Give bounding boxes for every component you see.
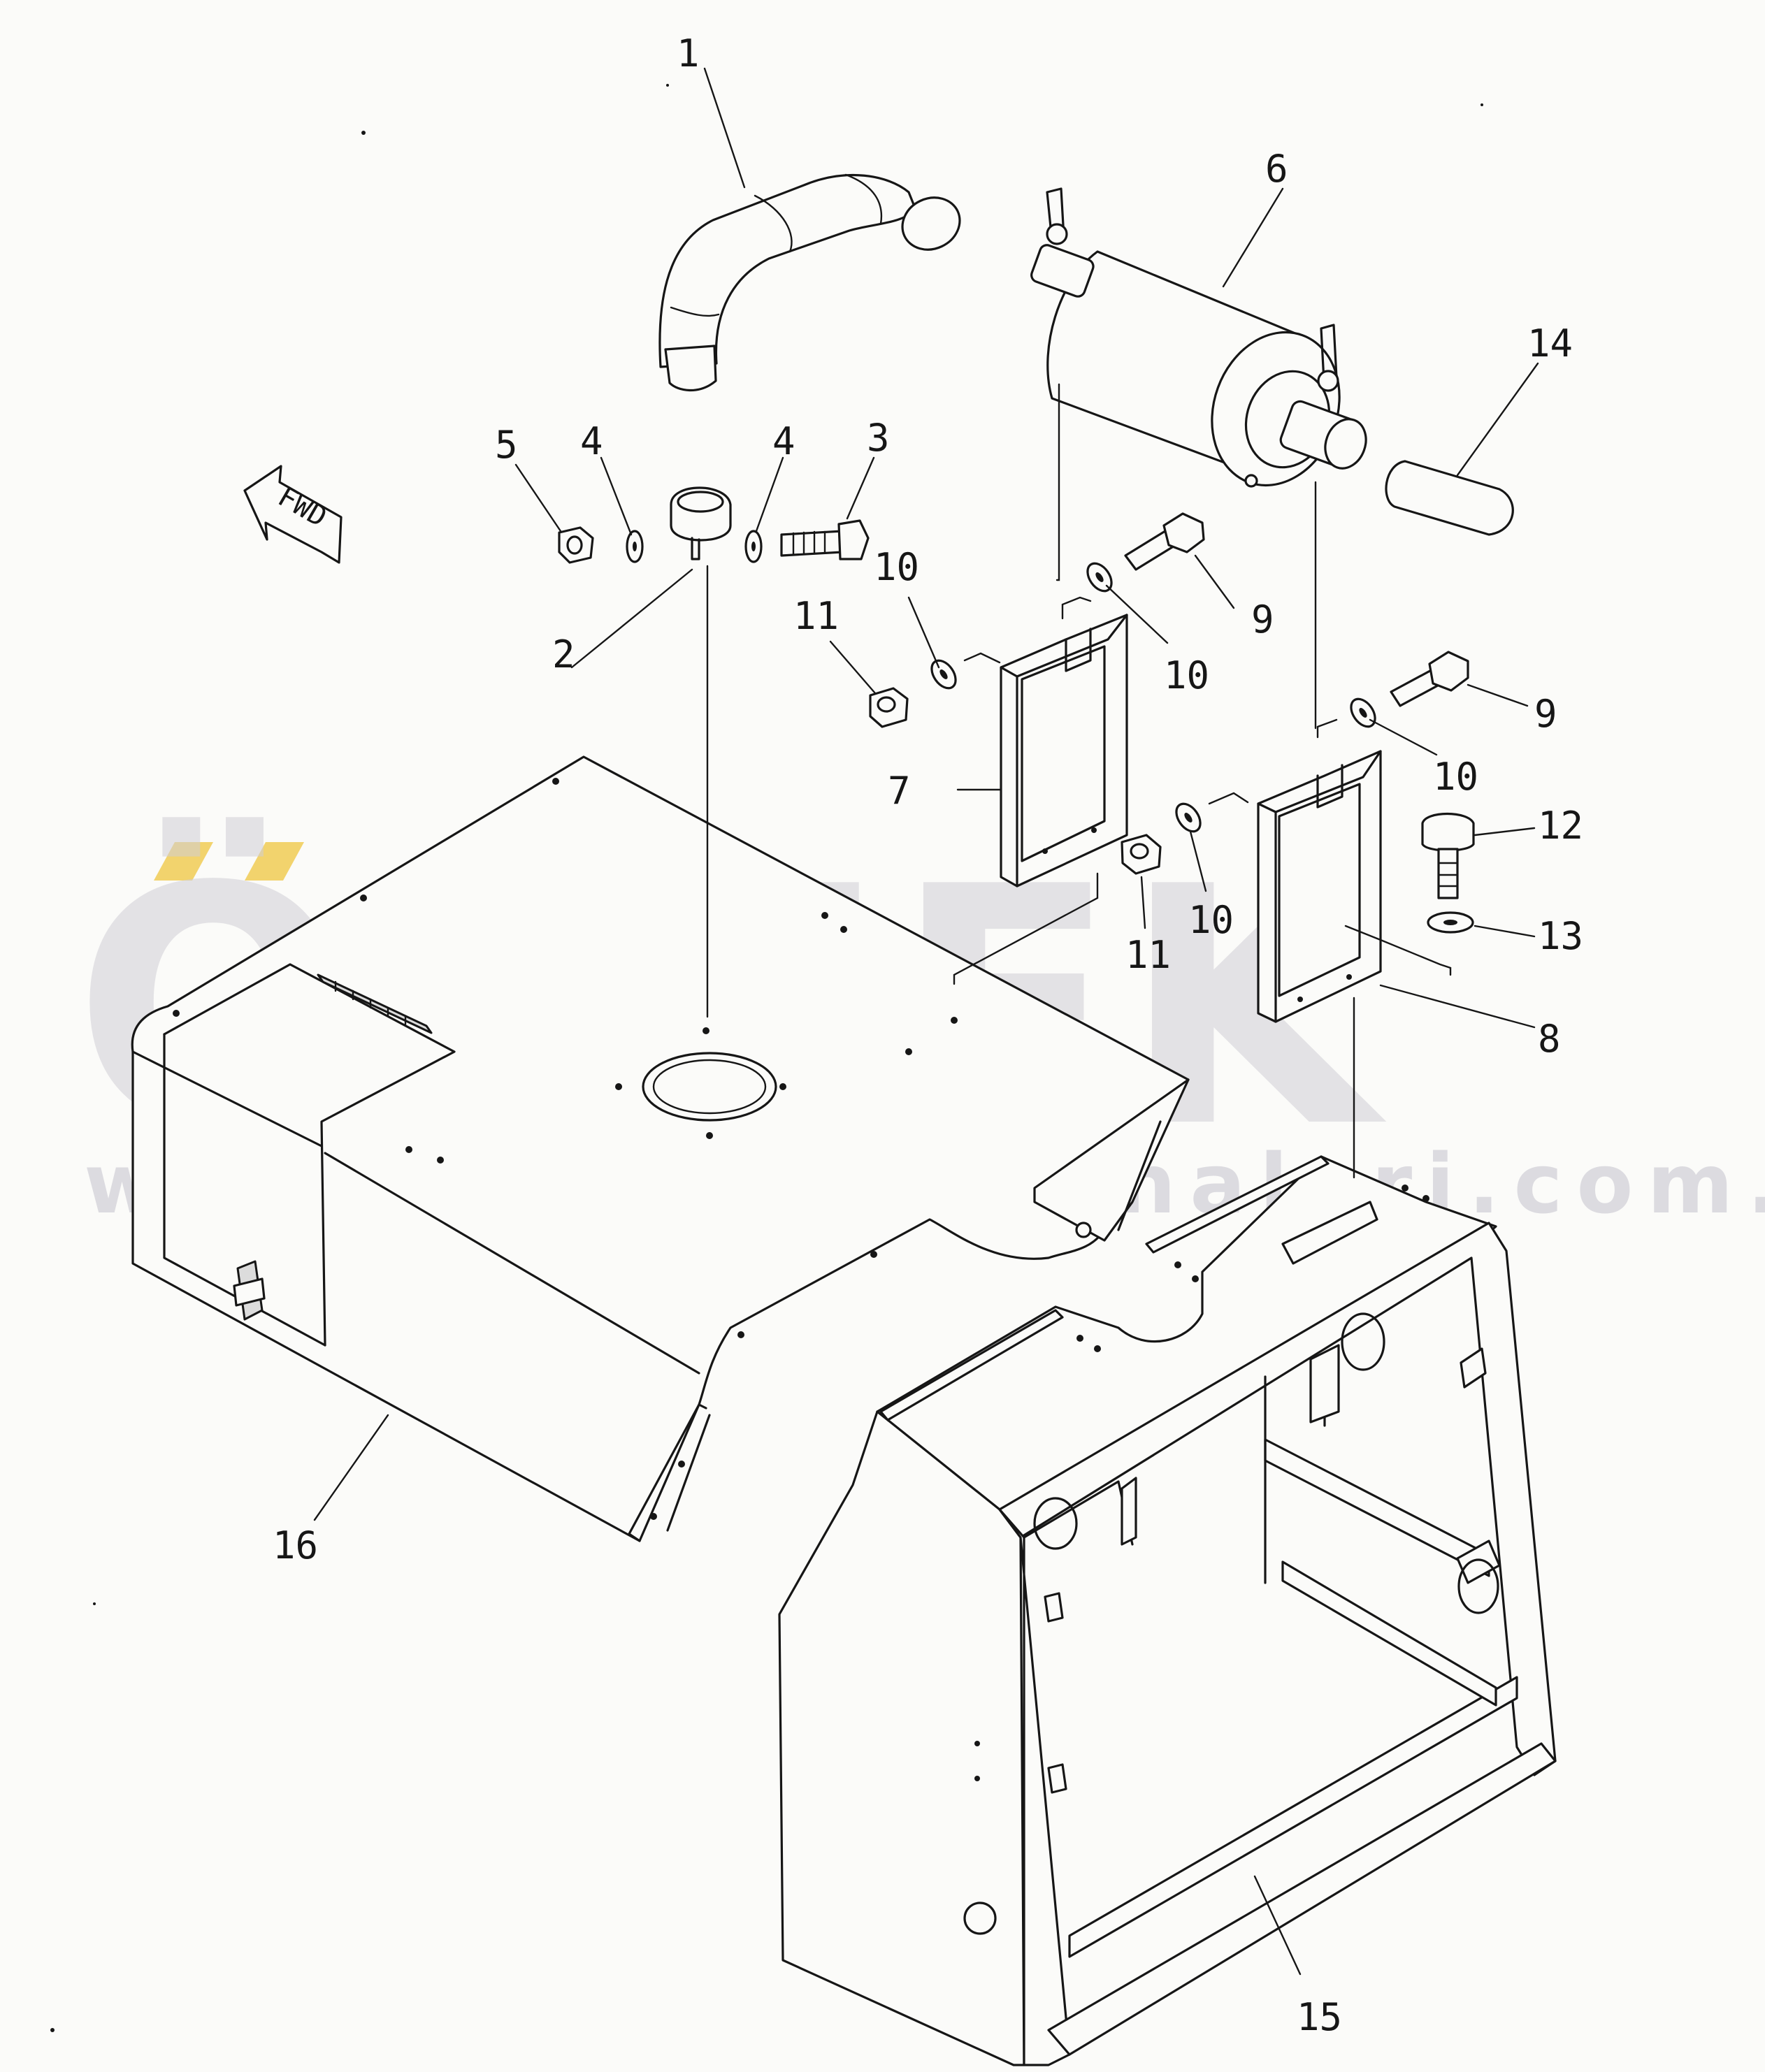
callout-3: 3 [867,416,890,460]
callout-15: 15 [1297,1995,1342,2039]
part-cap [1385,460,1514,536]
part-hose [658,173,961,392]
callout-16: 16 [273,1523,318,1567]
part-nut-5 [558,526,594,564]
part-bolt-9b [1390,651,1469,707]
fwd-direction-marker: FWD [243,465,343,564]
watermark-accent-left [154,842,213,881]
part-bracket-7 [1000,614,1128,888]
part-clamp [670,486,732,560]
callout-10a: 10 [874,545,919,589]
callout-11b: 11 [1125,933,1171,977]
part-bracket-8 [1257,750,1382,1023]
part-washer-4a [626,530,644,563]
part-washer-10a [1086,562,1113,593]
callout-1: 1 [677,31,700,75]
callout-10d: 10 [1188,898,1234,942]
part-bolt-9a [1124,512,1205,571]
part-washer-4b [744,530,763,563]
part-washer-13 [1427,911,1474,934]
direction-arrow-icon [243,465,343,564]
part-washer-10c [1350,697,1376,728]
callout-7: 7 [888,769,911,813]
callout-11a: 11 [793,594,839,638]
callout-12: 12 [1538,804,1583,848]
callout-10c: 10 [1433,755,1478,799]
callout-9a: 9 [1251,597,1274,642]
part-bolt-3 [780,519,870,560]
callout-2: 2 [552,632,575,676]
callout-14: 14 [1527,321,1573,365]
callout-9b: 9 [1534,692,1557,736]
part-nut-11b [1121,834,1162,875]
callouts: 1 2 3 4 4 5 6 7 8 9 9 10 10 10 10 11 11 … [273,31,1583,2039]
callout-6: 6 [1265,147,1288,191]
part-frame [778,1155,1557,2066]
callout-8: 8 [1538,1017,1561,1061]
part-washer-10b [930,659,957,690]
callout-13: 13 [1538,914,1583,958]
watermark-accent-right [245,842,304,881]
callout-5: 5 [495,423,518,467]
callout-4a: 4 [580,419,603,463]
part-air-cleaner [1030,187,1367,488]
part-cover [131,755,1190,1542]
callout-leaders [313,67,1539,1976]
part-washer-10d [1175,802,1202,833]
callout-10b: 10 [1164,653,1209,697]
assembly-lines [706,383,1452,1179]
scan-specks [50,84,1483,2032]
part-bolt-12 [1421,812,1475,899]
part-nut-11a [869,687,909,728]
callout-4b: 4 [772,419,795,463]
